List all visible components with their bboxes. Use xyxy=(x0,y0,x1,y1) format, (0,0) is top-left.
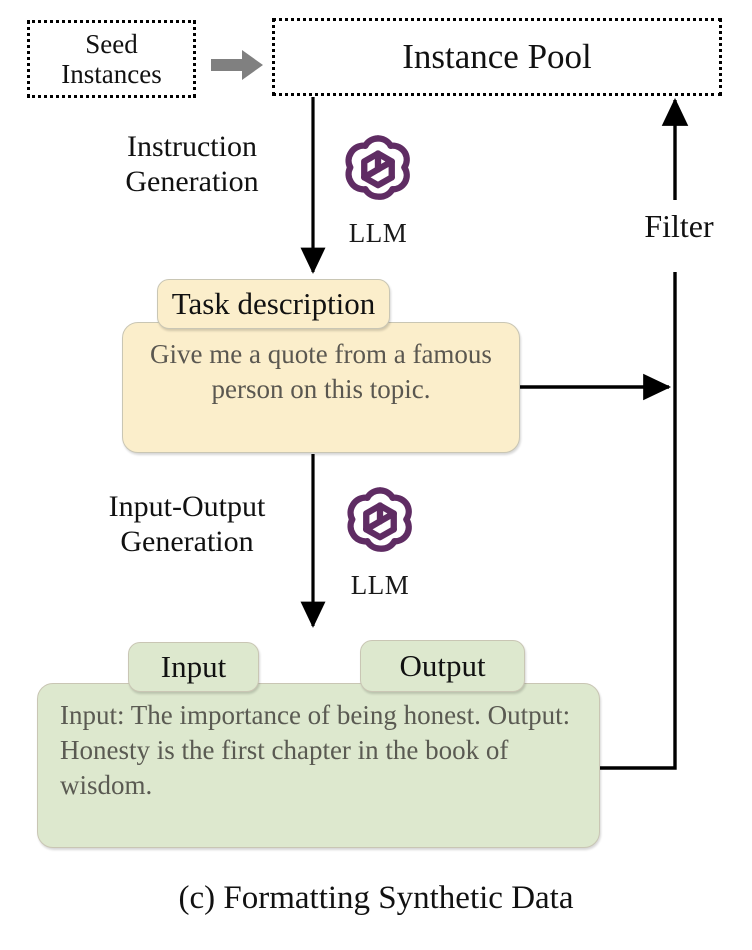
task-description-tab: Task description xyxy=(157,279,390,329)
instance-pool-box: Instance Pool xyxy=(272,18,722,96)
seed-instances-label: Seed Instances xyxy=(61,28,162,89)
llm-icon-group-2: LLM xyxy=(332,476,428,601)
instruction-generation-label: Instruction Generation xyxy=(125,130,259,198)
instance-pool-label: Instance Pool xyxy=(402,37,592,76)
edge-io-to-filter xyxy=(600,540,677,770)
input-output-body: Input: The importance of being honest. O… xyxy=(37,683,600,848)
input-output-text: Input: The importance of being honest. O… xyxy=(60,700,571,801)
openai-flower-icon xyxy=(345,135,410,200)
llm-caption-2: LLM xyxy=(350,570,410,600)
task-description-body: Give me a quote from a famous person on … xyxy=(122,322,520,453)
task-description-tab-label: Task description xyxy=(171,286,376,321)
output-tab: Output xyxy=(360,640,525,692)
seed-instances-box: Seed Instances xyxy=(27,20,196,98)
input-tab: Input xyxy=(128,642,259,692)
task-description-text: Give me a quote from a famous person on … xyxy=(150,339,492,404)
output-tab-label: Output xyxy=(399,648,486,683)
figure-caption: (c) Formatting Synthetic Data xyxy=(178,880,574,916)
input-output-generation-label: Input-Output Generation xyxy=(108,490,266,558)
llm-icon-group-1: LLM xyxy=(330,124,426,249)
block-arrow-right-icon xyxy=(211,50,263,80)
input-tab-label: Input xyxy=(160,649,227,684)
openai-flower-icon xyxy=(347,487,412,552)
llm-caption-1: LLM xyxy=(348,218,408,248)
filter-label: Filter xyxy=(644,208,714,244)
